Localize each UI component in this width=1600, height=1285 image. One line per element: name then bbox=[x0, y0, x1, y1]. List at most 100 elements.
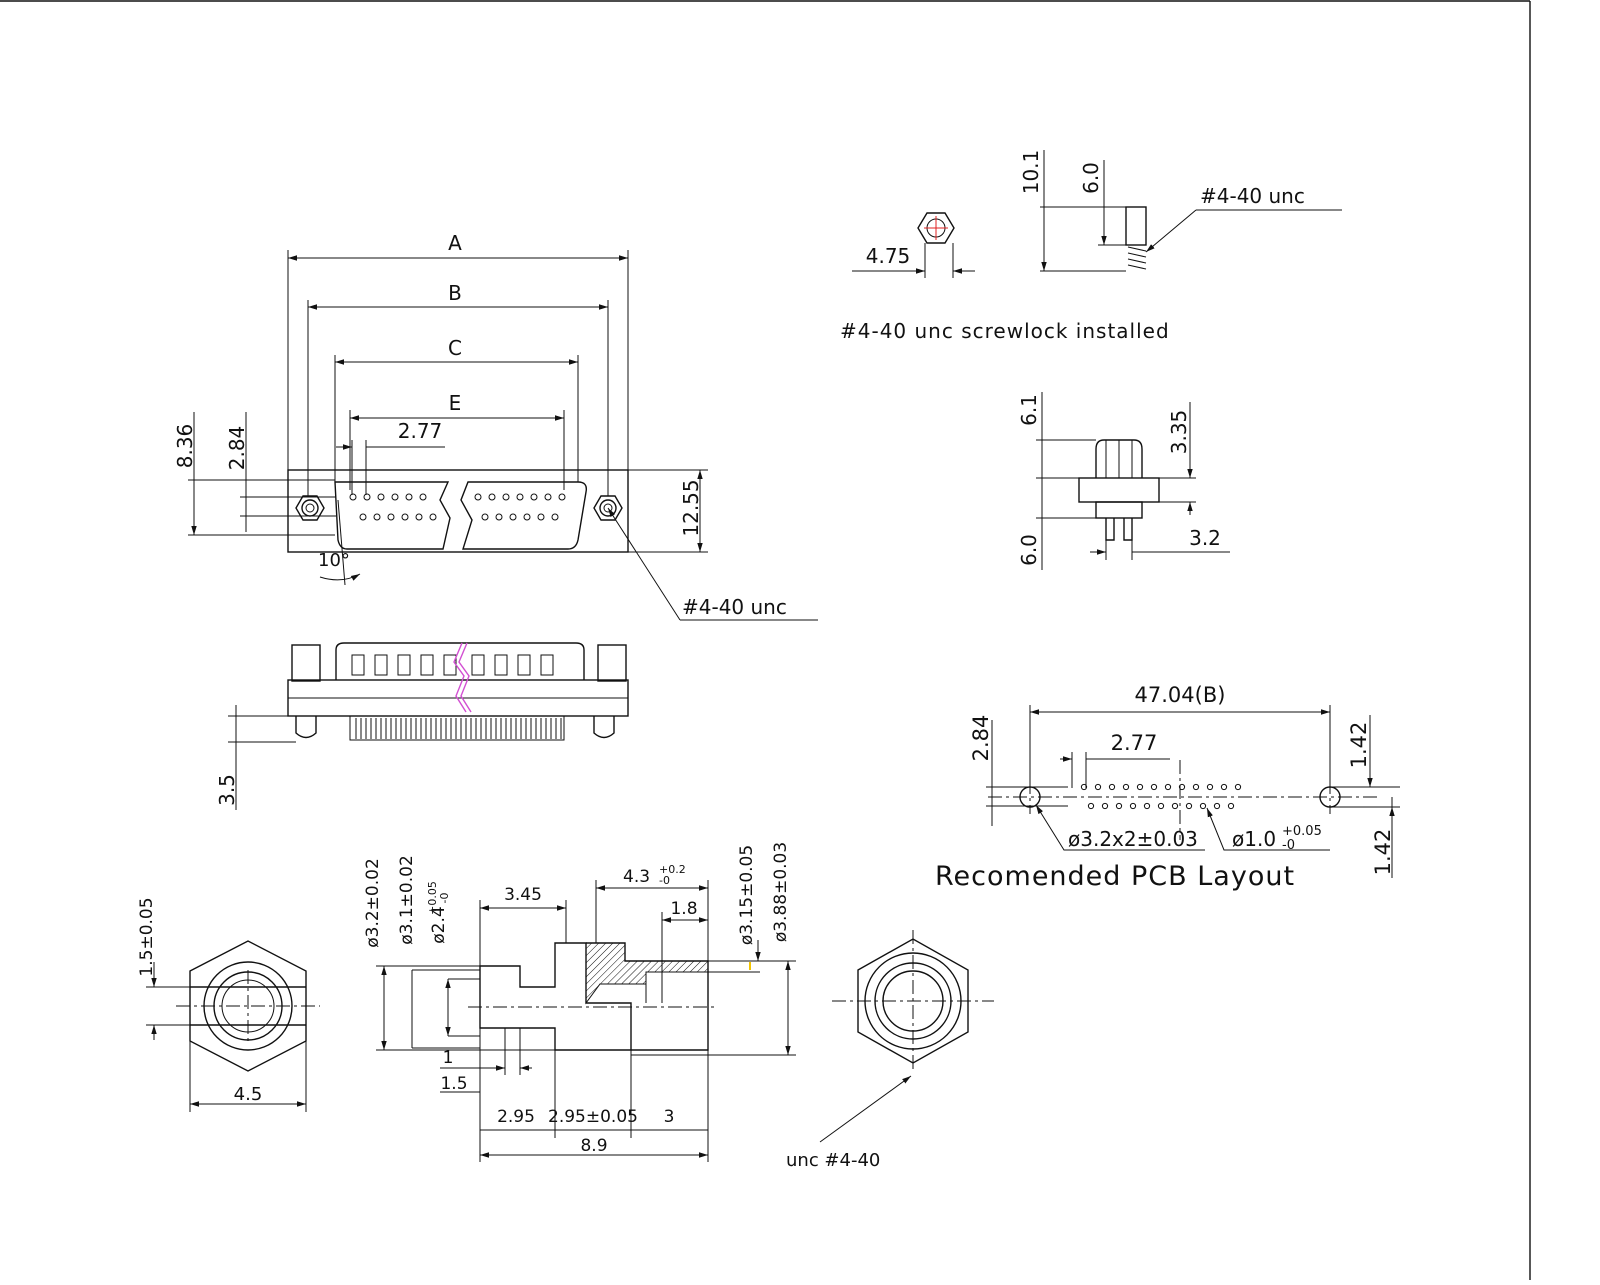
pcb-pin-hole bbox=[1150, 783, 1158, 791]
dim-2-84: 2.84 bbox=[225, 426, 249, 471]
screwlock-body bbox=[1125, 206, 1147, 246]
front-pin bbox=[474, 493, 482, 501]
hex-top-view bbox=[917, 212, 955, 244]
dim-3-2: 3.2 bbox=[1189, 526, 1221, 550]
dim-B: B bbox=[448, 281, 462, 305]
sec-dim-d3-tol-plus: +0.05 bbox=[426, 881, 439, 915]
side-contact bbox=[397, 654, 411, 676]
front-pin bbox=[401, 513, 409, 521]
pcb-pin-hole bbox=[1164, 783, 1172, 791]
front-pins bbox=[349, 493, 566, 521]
sec-dim-len2-tol-plus: +0.2 bbox=[659, 863, 686, 876]
pcb-pin-tol-minus: -0 bbox=[1282, 838, 1295, 853]
front-pin bbox=[349, 493, 357, 501]
front-pin bbox=[373, 513, 381, 521]
pcb-dim-row-gap: 2.84 bbox=[969, 715, 993, 762]
dim-angle: 10° bbox=[318, 550, 350, 571]
pcb-layout: 47.04(B) 2.77 2.84 1.42 1.42 ø3.2x2±0.03… bbox=[935, 683, 1400, 892]
sec-dim-d3-tol-minus: -0 bbox=[438, 893, 451, 904]
screwlock-thread bbox=[1127, 246, 1147, 270]
pcb-pin-hole bbox=[1234, 783, 1242, 791]
dim-10-1: 10.1 bbox=[1019, 150, 1043, 195]
dim-4-75: 4.75 bbox=[866, 244, 911, 268]
front-view: A B C E 2.77 8.36 2.84 12.55 bbox=[173, 231, 818, 621]
pcb-pin-hole bbox=[1129, 802, 1137, 810]
dim-pitch: 2.77 bbox=[398, 419, 443, 443]
front-pin bbox=[488, 493, 496, 501]
screwlock-thread-callout: #4-40 unc bbox=[1200, 184, 1305, 208]
side-standoff-right bbox=[597, 644, 627, 682]
pcb-caption: Recomended PCB Layout bbox=[935, 861, 1295, 892]
sec-dim-d2: ø3.1±0.02 bbox=[397, 855, 417, 945]
side-standoff-left bbox=[291, 644, 321, 682]
sec-dim-seg3: 3 bbox=[664, 1107, 675, 1127]
sec-dim-d4: ø3.15±0.05 bbox=[737, 845, 757, 945]
side-contacts bbox=[351, 654, 554, 676]
sec-dim-d3: ø2.4 bbox=[429, 906, 449, 943]
nut-dim-slot: 1.5±0.05 bbox=[137, 897, 157, 976]
front-pin bbox=[558, 493, 566, 501]
pcb-pin-hole-callout: ø1.0 bbox=[1232, 827, 1276, 851]
dim-A: A bbox=[448, 231, 462, 255]
dim-12-55: 12.55 bbox=[679, 479, 703, 536]
sec-dim-len1: 3.45 bbox=[504, 885, 542, 905]
front-thread-callout: #4-40 unc bbox=[682, 595, 787, 619]
pcb-dim-pitch: 2.77 bbox=[1111, 731, 1158, 755]
pcb-pin-holes bbox=[1080, 783, 1242, 810]
pcb-pin-hole bbox=[1087, 802, 1095, 810]
sec-dim-d5: ø3.88±0.03 bbox=[771, 842, 791, 942]
front-pin bbox=[516, 493, 524, 501]
side-shell bbox=[335, 642, 585, 680]
nut-end-view: unc #4-40 bbox=[786, 930, 994, 1171]
front-pin bbox=[502, 493, 510, 501]
screwlock-detail: 4.75 10.1 6.0 #4-40 unc #4-40 unc screwl… bbox=[840, 150, 1342, 343]
front-pin bbox=[530, 493, 538, 501]
pcb-pin-hole bbox=[1227, 802, 1235, 810]
pcb-pin-hole bbox=[1213, 802, 1221, 810]
pcb-mount-hole-callout: ø3.2x2±0.03 bbox=[1068, 827, 1198, 851]
side-contact bbox=[540, 654, 554, 676]
side-contact bbox=[494, 654, 508, 676]
screwlock-caption: #4-40 unc screwlock installed bbox=[840, 319, 1170, 343]
pcb-pin-hole bbox=[1136, 783, 1144, 791]
pcb-pin-hole bbox=[1171, 802, 1179, 810]
front-pin bbox=[405, 493, 413, 501]
pcb-pin-hole bbox=[1143, 802, 1151, 810]
front-pin bbox=[363, 493, 371, 501]
front-pin bbox=[419, 493, 427, 501]
sec-dim-d1: ø3.2±0.02 bbox=[363, 858, 383, 948]
dim-6-0-top: 6.0 bbox=[1079, 162, 1103, 194]
standoff-flange bbox=[1078, 477, 1160, 503]
sec-dim-total: 8.9 bbox=[580, 1136, 607, 1156]
pcb-pin-hole bbox=[1185, 802, 1193, 810]
pcb-pin-hole bbox=[1101, 802, 1109, 810]
standoff-legs bbox=[1105, 518, 1133, 541]
end-thread-callout: unc #4-40 bbox=[786, 1150, 880, 1171]
shell-right bbox=[460, 481, 588, 550]
side-contact bbox=[420, 654, 434, 676]
front-pin bbox=[495, 513, 503, 521]
standoff-view: 6.1 6.0 3.35 3.2 bbox=[1017, 392, 1230, 570]
front-pin bbox=[387, 513, 395, 521]
side-contact bbox=[471, 654, 485, 676]
sec-dim-len2-tol-minus: -0 bbox=[659, 874, 670, 887]
sec-dim-small2: 1.5 bbox=[440, 1074, 467, 1094]
nut-dim-width: 4.5 bbox=[234, 1084, 263, 1105]
dim-3-35: 3.35 bbox=[1167, 410, 1191, 455]
sec-dim-small1: 1 bbox=[443, 1048, 454, 1068]
sec-dim-seg2: 2.95±0.05 bbox=[548, 1107, 638, 1127]
pcb-pin-hole bbox=[1157, 802, 1165, 810]
dim-6-0-bottom: 6.0 bbox=[1017, 534, 1041, 566]
front-pin bbox=[481, 513, 489, 521]
side-pin-left bbox=[295, 716, 317, 739]
sec-dim-seg1: 2.95 bbox=[497, 1107, 535, 1127]
pcb-pin-hole bbox=[1080, 783, 1088, 791]
standoff-neck bbox=[1095, 501, 1143, 519]
front-pin bbox=[429, 513, 437, 521]
flange-outline bbox=[287, 469, 629, 553]
pcb-pin-hole bbox=[1192, 783, 1200, 791]
side-contact bbox=[517, 654, 531, 676]
front-pin bbox=[359, 513, 367, 521]
